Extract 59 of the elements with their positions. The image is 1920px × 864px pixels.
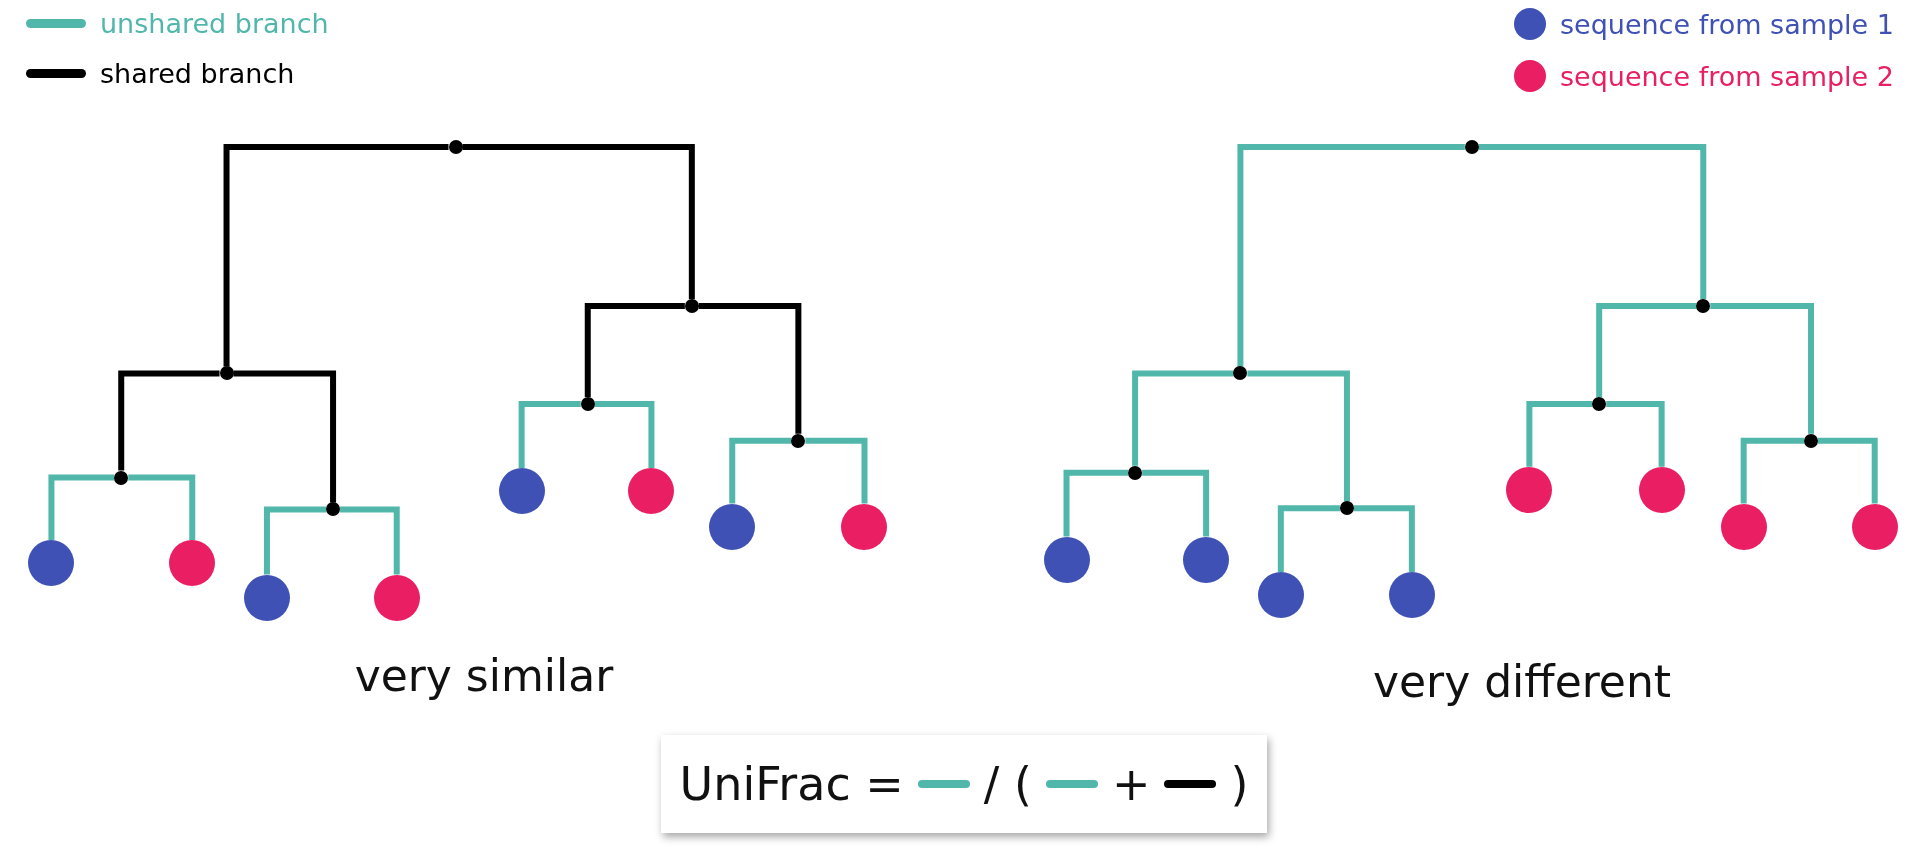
sequence-circle [841, 503, 888, 550]
tree-branch [1710, 303, 1814, 434]
tree-caption: very different [1372, 656, 1672, 707]
tree-branch [233, 370, 337, 503]
tree-branch [1740, 437, 1804, 504]
formula-text: / ( [983, 757, 1032, 811]
sequence-circle [709, 503, 756, 550]
sequence-circle [498, 468, 545, 514]
tree-branch [1818, 437, 1878, 504]
formula-card [661, 735, 1267, 833]
tree-branch [1277, 505, 1340, 573]
tree-branch [1596, 303, 1697, 398]
branch-point-dot [219, 366, 234, 381]
tree-branch [1478, 143, 1707, 300]
tree-branch [128, 474, 196, 541]
tree-branch [1606, 401, 1665, 467]
branch-point-dot [1339, 501, 1354, 516]
branch-point-dot [1233, 366, 1248, 381]
tree-branch [805, 437, 868, 504]
formula-text: UniFrac = [679, 757, 904, 811]
tree-branch [729, 437, 792, 504]
formula-text: ) [1230, 757, 1249, 811]
tree-branch [263, 506, 327, 575]
legend-text: sequence from sample 2 [1559, 60, 1894, 92]
sequence-circle [1851, 503, 1898, 550]
tree-branch [223, 143, 449, 367]
branch-point-dot [1128, 465, 1143, 480]
branch-point-dot [448, 139, 463, 154]
tree-branch [118, 370, 220, 471]
tree-branch [1063, 469, 1129, 537]
branch-point-dot [1804, 433, 1818, 448]
branch-point-dot [114, 470, 129, 485]
branch-point-dot [326, 502, 341, 517]
tree-branch [518, 401, 581, 468]
legend-text: sequence from sample 1 [1559, 8, 1894, 40]
tree-branch [48, 474, 115, 541]
tree-branch [1353, 505, 1415, 573]
formula-text: + [1111, 757, 1151, 811]
branch-point-dot [684, 299, 699, 314]
tree-caption: very similar [354, 650, 614, 701]
branch-point-dot [1592, 397, 1607, 412]
tree-branch [1142, 469, 1210, 537]
tree-branch [1237, 143, 1465, 367]
tree-branch [1132, 370, 1234, 466]
legend-text: shared branch [100, 58, 295, 89]
tree-branch [340, 506, 400, 575]
legend-text: unshared branch [100, 8, 329, 39]
branch-point-dot [580, 397, 595, 412]
tree-branch [698, 303, 802, 434]
tree-branch [1247, 370, 1350, 502]
tree-branch [462, 143, 695, 300]
branch-point-dot [791, 433, 806, 448]
tree-branch [1526, 401, 1593, 467]
branch-point-dot [1464, 139, 1479, 154]
branch-point-dot [1696, 299, 1711, 314]
sequence-circle [1720, 503, 1767, 550]
tree-branch [584, 303, 685, 398]
sequence-circle [628, 468, 675, 514]
tree-branch [594, 401, 655, 468]
